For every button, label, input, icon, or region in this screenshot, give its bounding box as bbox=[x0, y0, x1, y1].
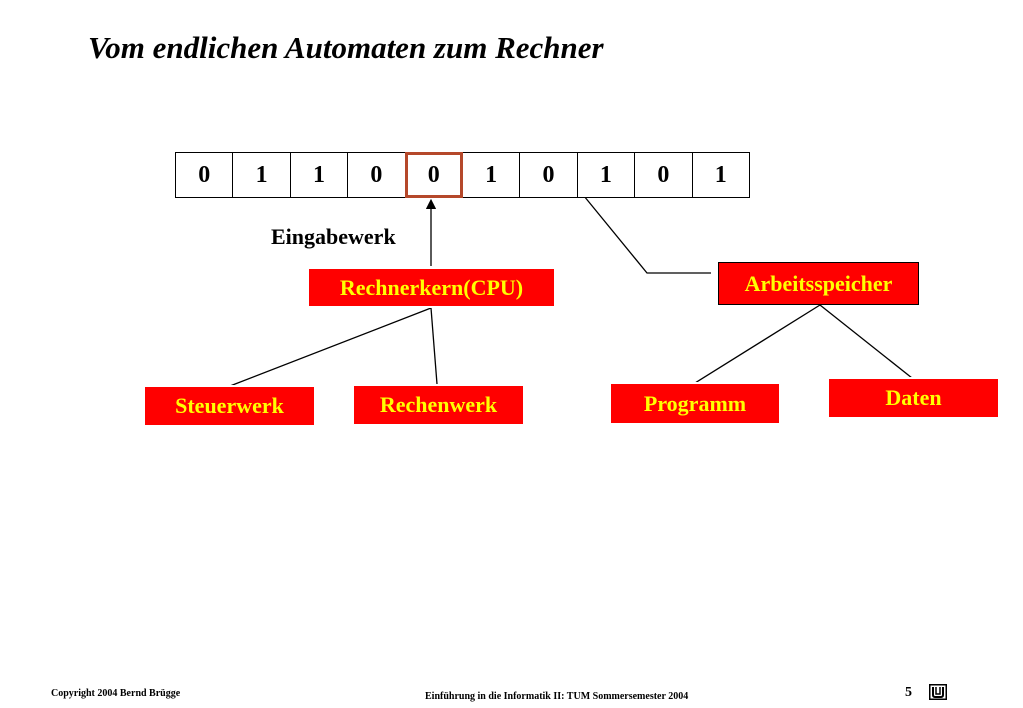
tape-cell: 1 bbox=[461, 152, 521, 198]
footer-copyright: Copyright 2004 Bernd Brügge bbox=[51, 688, 181, 699]
tape-cell: 1 bbox=[691, 152, 750, 198]
tum-logo-icon bbox=[929, 684, 947, 700]
tape: 0 1 1 0 0 1 0 1 0 1 bbox=[175, 152, 750, 198]
footer-course: Einführung in die Informatik II: TUM Som… bbox=[425, 691, 689, 702]
memory-box: Arbeitsspeicher bbox=[718, 262, 919, 305]
tape-cell: 1 bbox=[232, 152, 291, 198]
tape-cell: 0 bbox=[634, 152, 693, 198]
program-box: Programm bbox=[609, 382, 781, 425]
alu-box: Rechenwerk bbox=[352, 384, 525, 426]
tape-cell: 0 bbox=[347, 152, 406, 198]
page-number: 5 bbox=[905, 685, 912, 700]
data-box: Daten bbox=[827, 377, 1000, 419]
cpu-to-control-unit-line bbox=[229, 307, 432, 387]
memory-to-data-line bbox=[819, 304, 913, 379]
tape-cell-head: 0 bbox=[404, 152, 463, 198]
input-unit-label: Eingabewerk bbox=[271, 224, 396, 249]
tape-cell: 0 bbox=[519, 152, 578, 198]
control-unit-box: Steuerwerk bbox=[143, 385, 316, 427]
cpu-to-alu-line bbox=[430, 307, 438, 385]
cpu-box: Rechnerkern(CPU) bbox=[307, 267, 556, 308]
tape-cell: 1 bbox=[289, 152, 349, 198]
tape-cell: 0 bbox=[175, 152, 234, 198]
slide-title: Vom endlichen Automaten zum Rechner bbox=[88, 30, 604, 65]
memory-to-program-line bbox=[694, 304, 821, 384]
tape-to-memory-line bbox=[583, 195, 711, 274]
tape-cell: 1 bbox=[576, 152, 636, 198]
